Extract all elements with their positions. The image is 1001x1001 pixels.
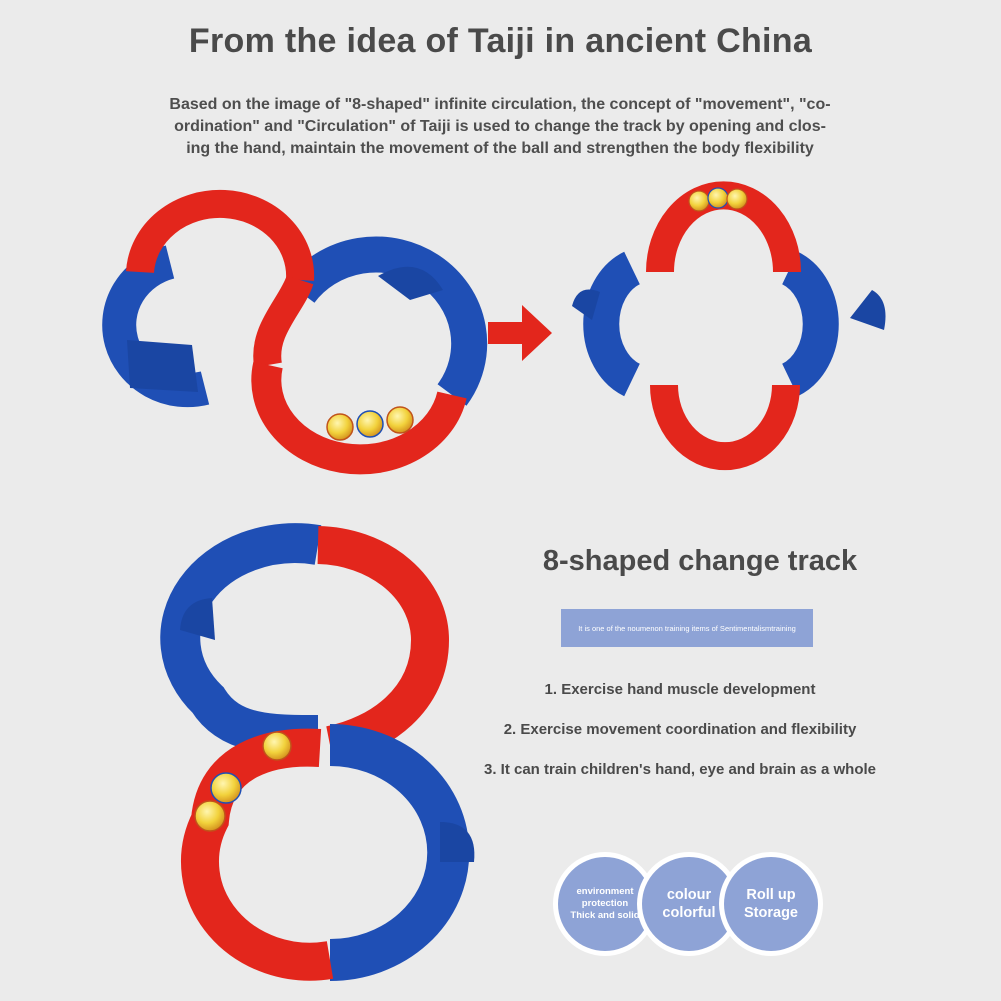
- ball-icon: [194, 800, 226, 832]
- ball-icon: [688, 190, 710, 212]
- blue-track-right-lobe: [781, 251, 839, 397]
- blue-track-left-tab: [127, 340, 198, 392]
- track-flower: [572, 181, 886, 471]
- arrow-right-icon: [488, 305, 552, 361]
- blue-track-bottom-right: [329, 724, 470, 981]
- badge-label: environment protection Thick and solid: [570, 886, 640, 921]
- blue-track-left-lobe: [583, 251, 641, 397]
- red-track-top-right: [317, 526, 450, 764]
- ball-icon: [726, 188, 748, 210]
- feature-item: 1. Exercise hand muscle development: [544, 681, 816, 698]
- section-title: 8-shaped change track: [542, 545, 858, 577]
- red-track-top-left: [126, 189, 315, 281]
- description: Based on the image of "8-shaped" infinit…: [100, 94, 900, 160]
- blue-track-right: [285, 236, 488, 406]
- red-track-bottom-left: [181, 728, 334, 981]
- ball-icon: [262, 731, 292, 761]
- feature-item: 2. Exercise movement coordination and fl…: [503, 721, 857, 738]
- badge-label: Roll up Storage: [744, 887, 798, 921]
- track-figure-eight-top: [102, 189, 488, 475]
- description-line: ordination" and "Circulation" of Taiji i…: [174, 118, 826, 135]
- description-line: Based on the image of "8-shaped" infinit…: [169, 96, 831, 113]
- ball-icon: [356, 410, 384, 438]
- description-line: ing the hand, maintain the movement of t…: [186, 140, 814, 157]
- blue-track-left-tab: [572, 289, 600, 320]
- blue-track-right-tab: [850, 290, 886, 330]
- blue-track-right-tab: [378, 266, 443, 300]
- badge-storage: Roll up Storage: [724, 857, 818, 951]
- badge-label: colour colorful: [662, 887, 716, 921]
- badge-environment: environment protection Thick and solid: [558, 857, 652, 951]
- blue-track-top-tab: [180, 598, 215, 640]
- blue-track-bottom-tab: [440, 822, 475, 862]
- ball-icon: [326, 413, 354, 441]
- info-banner: It is one of the noumenon training items…: [561, 609, 813, 647]
- ball-icon: [386, 406, 414, 434]
- ball-icon: [707, 187, 729, 209]
- ball-icon: [210, 772, 242, 804]
- red-track-top-s: [253, 274, 314, 368]
- feature-item: 3. It can train children's hand, eye and…: [483, 761, 876, 778]
- page-title: From the idea of Taiji in ancient China: [188, 22, 813, 60]
- blue-track-top-left: [160, 523, 322, 755]
- badge-colour: colour colorful: [642, 857, 736, 951]
- track-figure-eight-bottom: [160, 523, 475, 981]
- red-track-bottom-right: [251, 361, 467, 475]
- red-track-bottom-lobe: [650, 384, 800, 471]
